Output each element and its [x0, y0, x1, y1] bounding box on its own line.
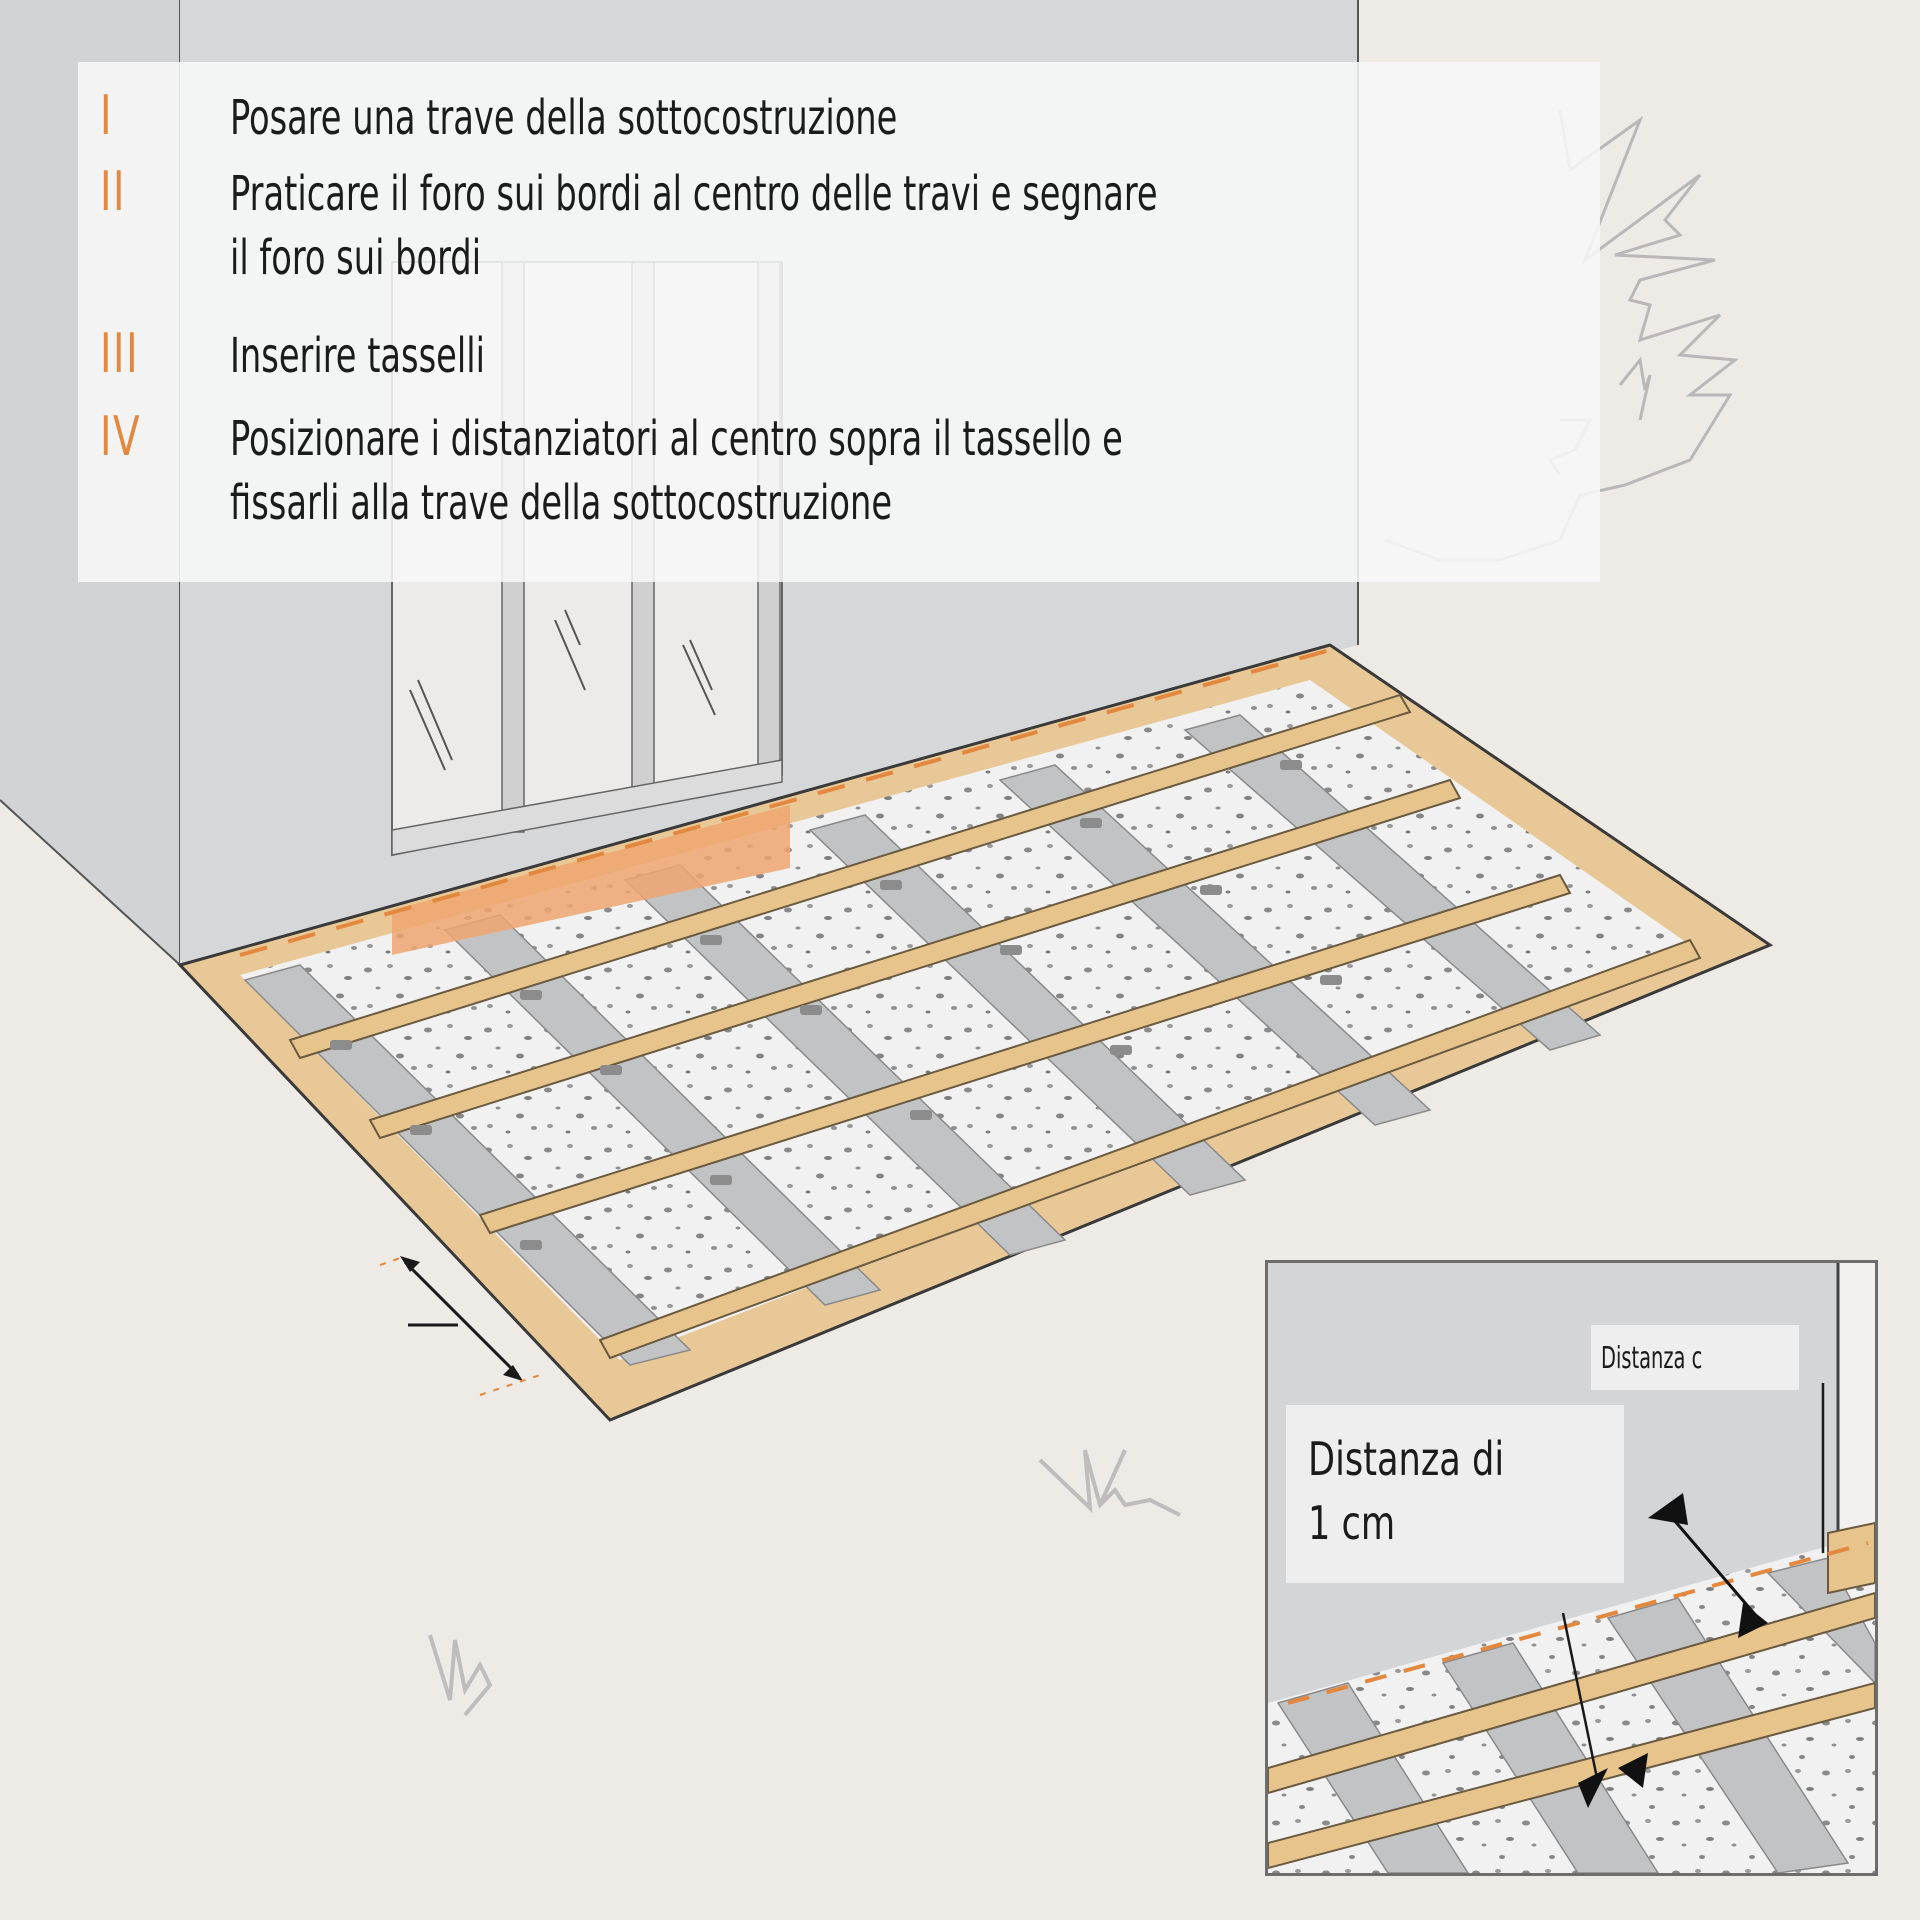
- instructions-panel: I Posare una trave della sottocostruzion…: [78, 62, 1600, 582]
- grass-sketch: [428, 1449, 1181, 1717]
- step-numeral: I: [100, 84, 114, 147]
- step-text: Praticare il foro sui bordi al centro de…: [230, 166, 1158, 286]
- threshold-highlight: [392, 805, 790, 955]
- spacers: [330, 760, 1342, 1250]
- detail-inset: Distanza c Distanza di 1 cm: [1265, 1260, 1878, 1876]
- distance-c-label-box: Distanza c: [1591, 1325, 1799, 1390]
- step-text: Posizionare i distanziatori al centro so…: [230, 411, 1123, 531]
- dimension-arrow: [379, 1256, 541, 1396]
- step-numeral: II: [100, 160, 127, 223]
- wall-dashed-line: [239, 648, 1331, 957]
- concrete-strips: [243, 714, 1602, 1366]
- step-numeral: III: [100, 322, 140, 385]
- wooden-beams: [288, 693, 1702, 1360]
- distance-1cm-label-box: Distanza di 1 cm: [1286, 1405, 1624, 1583]
- step-numeral: IV: [100, 405, 142, 468]
- distance-1cm-label: Distanza di 1 cm: [1308, 1432, 1505, 1550]
- distance-c-label: Distanza c: [1601, 1341, 1703, 1376]
- step-text: Inserire tasselli: [230, 328, 485, 384]
- step-text: Posare una trave della sottocostruzione: [230, 90, 898, 146]
